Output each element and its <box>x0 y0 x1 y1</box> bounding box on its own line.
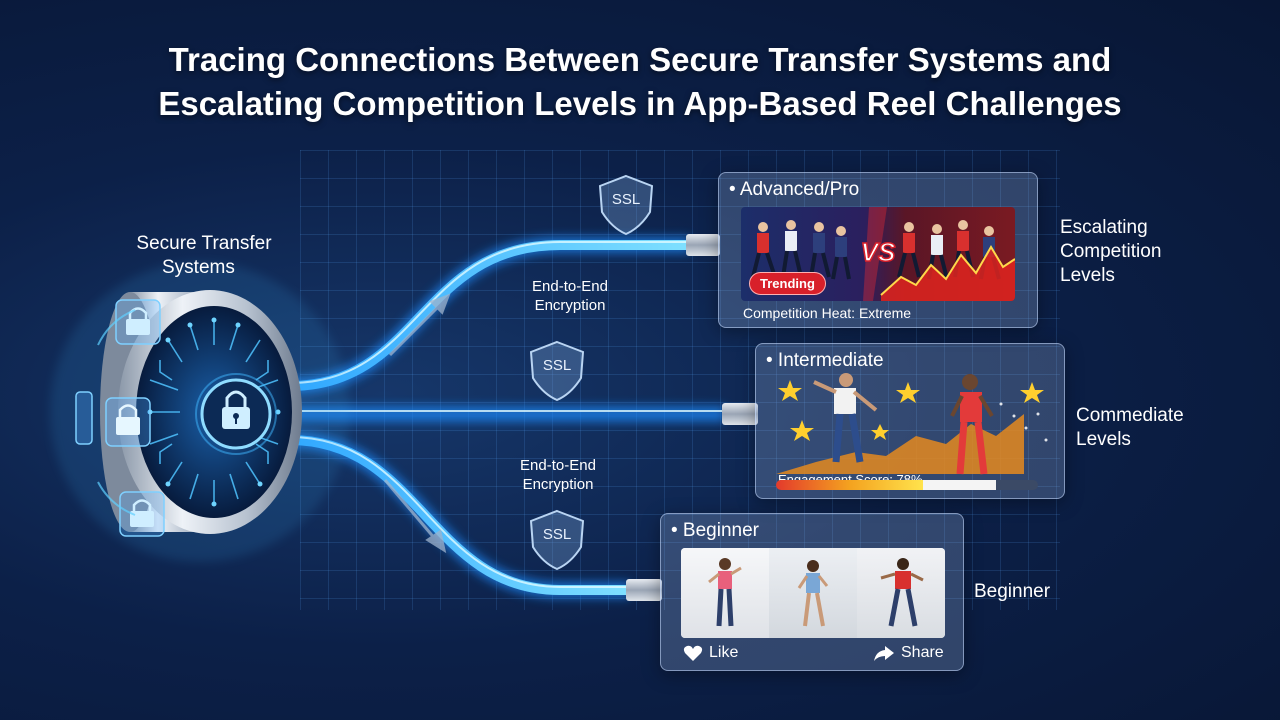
trending-badge: Trending <box>749 272 826 295</box>
engagement-score-rest <box>923 480 997 490</box>
like-label: Like <box>709 644 739 661</box>
side-label-pro: Escalating Competition Levels <box>1060 216 1161 288</box>
ssl-label-3: SSL <box>543 526 571 543</box>
orbit-arrows <box>97 309 136 516</box>
arrow-icon <box>383 293 451 554</box>
vs-label: VS <box>861 237 896 267</box>
card-title: • Beginner <box>671 520 759 541</box>
side-label-intermediate-line-1: Commediate <box>1076 405 1184 426</box>
share-button[interactable]: Share <box>873 644 944 662</box>
side-label-intermediate: Commediate Levels <box>1076 404 1184 452</box>
dancers-illustration: VS <box>751 207 1015 301</box>
share-icon <box>874 646 894 661</box>
padlock-icon <box>119 491 165 537</box>
pro-scene-image: VS Trending <box>741 207 1015 301</box>
card-advanced-pro[interactable]: • Advanced/Pro VS Trending Competition H… <box>718 172 1038 328</box>
encryption-label-1-line-2: Encryption <box>534 297 606 314</box>
encryption-label-1: End-to-End Encryption <box>505 277 635 315</box>
engagement-score-bar <box>776 480 1038 490</box>
heart-icon <box>683 645 703 661</box>
engagement-score-fill <box>776 480 924 490</box>
intermediate-scene-image <box>776 373 1048 475</box>
card-intermediate[interactable]: • Intermediate Engagement Score: 78% <box>755 343 1065 499</box>
padlock-icon <box>75 391 93 445</box>
ssl-shield-icon <box>529 509 585 571</box>
beginner-scene-image <box>681 548 945 638</box>
encryption-label-2-line-2: Encryption <box>522 476 594 493</box>
padlock-icon <box>222 390 250 429</box>
plug-pro <box>686 234 720 256</box>
hub-label: Secure Transfer Systems <box>126 232 282 280</box>
card-beginner[interactable]: • Beginner Like Share <box>660 513 964 671</box>
title-line-2: Escalating Competition Levels in App-Bas… <box>158 85 1122 122</box>
competition-heat-label: Competition Heat: Extreme <box>743 305 912 321</box>
card-title: • Advanced/Pro <box>729 179 860 200</box>
dancer-figure <box>813 373 878 463</box>
cable-plugs <box>626 234 758 601</box>
title-line-1: Tracing Connections Between Secure Trans… <box>168 41 1112 78</box>
encryption-label-2-line-1: End-to-End <box>520 457 596 474</box>
ssl-shield-icon <box>598 174 654 236</box>
plug-beginner <box>626 579 662 601</box>
side-label-intermediate-line-2: Levels <box>1076 429 1131 450</box>
ssl-shield-icon <box>529 340 585 402</box>
card-title: • Intermediate <box>766 350 884 371</box>
side-label-pro-line-2: Competition <box>1060 241 1162 262</box>
encryption-label-2: End-to-End Encryption <box>493 456 623 494</box>
encryption-label-1-line-1: End-to-End <box>532 278 608 295</box>
padlock-icon <box>115 299 161 345</box>
side-label-pro-line-3: Levels <box>1060 265 1115 286</box>
page-title: Tracing Connections Between Secure Trans… <box>0 38 1280 126</box>
ssl-label-2: SSL <box>543 357 571 374</box>
hub-label-line-1: Secure Transfer <box>136 233 272 254</box>
star-icon <box>778 380 1044 441</box>
dancer-figure <box>950 374 994 475</box>
beginner-dancers <box>708 558 924 627</box>
like-button[interactable]: Like <box>683 644 738 662</box>
hub-label-line-2: Systems <box>162 257 235 278</box>
side-label-pro-line-1: Escalating <box>1060 217 1148 238</box>
secure-hub <box>50 262 350 562</box>
side-label-beginner: Beginner <box>974 581 1051 602</box>
share-label: Share <box>901 644 944 661</box>
padlock-icon <box>105 397 151 447</box>
plug-intermediate <box>722 403 758 425</box>
ssl-label-1: SSL <box>612 191 640 208</box>
